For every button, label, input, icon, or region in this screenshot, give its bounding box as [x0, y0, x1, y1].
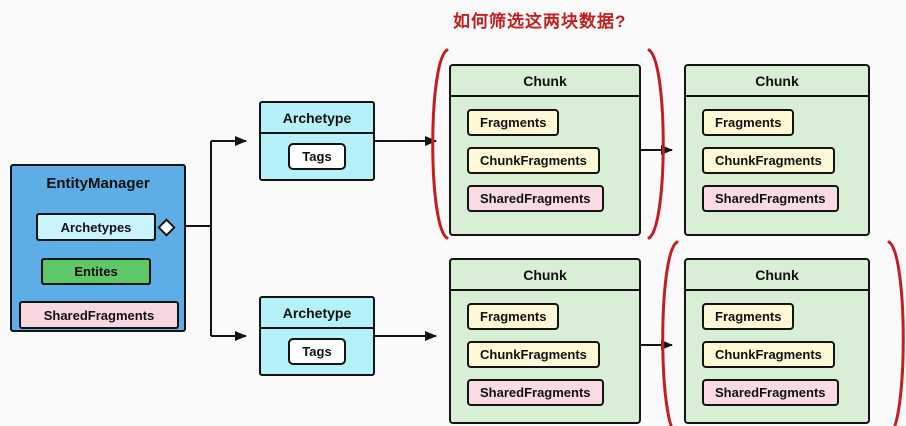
red-brace-bottom-left [661, 240, 679, 426]
red-brace-top-right [647, 48, 665, 240]
chunk-fragments-item: ChunkFragments [702, 147, 835, 174]
chunk-fragments-item: ChunkFragments [467, 341, 600, 368]
shared-fragments-item: SharedFragments [702, 185, 839, 212]
entity-manager-box: EntityManager Archetypes Entites SharedF… [10, 164, 186, 332]
red-brace-top-left [431, 48, 449, 240]
chunk-title: Chunk [686, 260, 868, 291]
chunk-title: Chunk [451, 260, 639, 291]
chunk-box-bottom-left: Chunk Fragments ChunkFragments SharedFra… [449, 258, 641, 424]
chunk-item-list: Fragments ChunkFragments SharedFragments [451, 97, 639, 212]
chunk-item-list: Fragments ChunkFragments SharedFragments [451, 291, 639, 406]
fragments-item: Fragments [702, 109, 795, 136]
archetype-title: Archetype [261, 103, 373, 134]
fragments-item: Fragments [467, 303, 560, 330]
red-brace-bottom-right [887, 240, 905, 426]
chunk-box-bottom-right: Chunk Fragments ChunkFragments SharedFra… [684, 258, 870, 424]
chunk-box-top-right: Chunk Fragments ChunkFragments SharedFra… [684, 64, 870, 236]
shared-fragments-item: SharedFragments [467, 379, 604, 406]
tags-item: Tags [288, 143, 346, 170]
archetypes-item: Archetypes [36, 213, 156, 241]
shared-fragments-item: SharedFragments [702, 379, 839, 406]
archetype-box-bottom: Archetype Tags [259, 296, 375, 376]
chunk-item-list: Fragments ChunkFragments SharedFragments [686, 291, 868, 406]
archetype-box-top: Archetype Tags [259, 101, 375, 181]
chunk-title: Chunk [686, 66, 868, 97]
shared-fragments-item: SharedFragments [467, 185, 604, 212]
shared-fragments-item: SharedFragments [19, 301, 179, 329]
fragments-item: Fragments [702, 303, 795, 330]
chunk-title: Chunk [451, 66, 639, 97]
question-annotation: 如何筛选这两块数据? [453, 12, 627, 31]
aggregation-diamond-icon [157, 218, 176, 237]
chunk-fragments-item: ChunkFragments [702, 341, 835, 368]
chunk-box-top-left: Chunk Fragments ChunkFragments SharedFra… [449, 64, 641, 236]
chunk-item-list: Fragments ChunkFragments SharedFragments [686, 97, 868, 212]
fragments-item: Fragments [467, 109, 560, 136]
entity-manager-title: EntityManager [46, 175, 150, 192]
chunk-fragments-item: ChunkFragments [467, 147, 600, 174]
entities-item: Entites [41, 258, 151, 285]
tags-item: Tags [288, 338, 346, 365]
archetype-title: Archetype [261, 298, 373, 329]
